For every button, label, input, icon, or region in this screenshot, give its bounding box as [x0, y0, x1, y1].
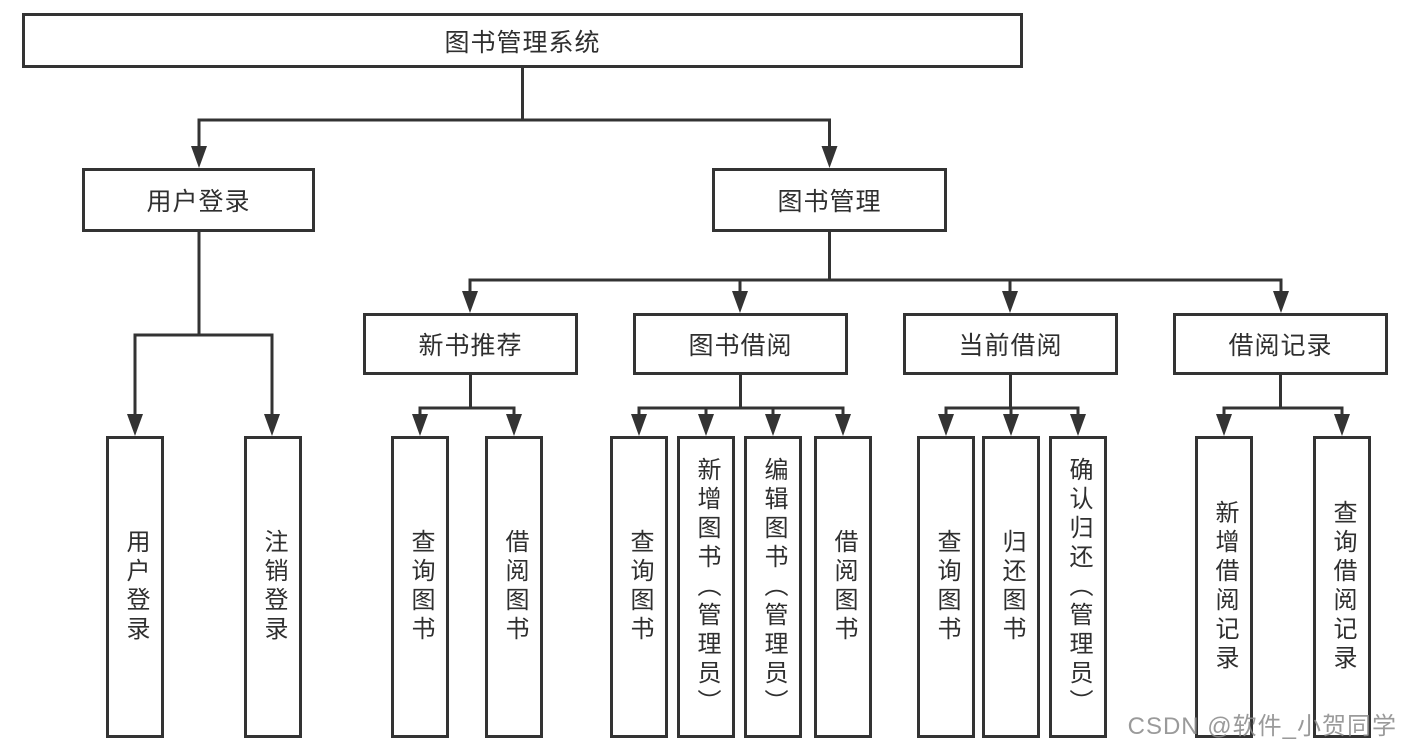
leaf-borrow-book-recommend: 借阅图书 [485, 436, 543, 738]
leaf-borrow-book: 借阅图书 [814, 436, 872, 738]
leaf-query-book-recommend: 查询图书 [391, 436, 449, 738]
node-book-borrow: 图书借阅 [633, 313, 848, 375]
leaf-user-login: 用户登录 [106, 436, 164, 738]
leaf-query-borrow-record: 查询借阅记录 [1313, 436, 1371, 738]
arrowheads [127, 146, 1350, 436]
node-new-book-recommend: 新书推荐 [363, 313, 578, 375]
node-book-management: 图书管理 [712, 168, 947, 232]
leaf-logout: 注销登录 [244, 436, 302, 738]
leaf-confirm-return-admin: 确认归还（管理员） [1049, 436, 1107, 738]
csdn-watermark: CSDN @软件_小贺同学 [1127, 713, 1397, 740]
connector-strokes [133, 68, 1344, 418]
leaf-edit-book-admin: 编辑图书（管理员） [744, 436, 802, 738]
leaf-return-book: 归还图书 [982, 436, 1040, 738]
node-current-borrow: 当前借阅 [903, 313, 1118, 375]
leaf-query-book-current: 查询图书 [917, 436, 975, 738]
leaf-add-borrow-record: 新增借阅记录 [1195, 436, 1253, 738]
leaf-add-book-admin: 新增图书（管理员） [677, 436, 735, 738]
node-borrow-records: 借阅记录 [1173, 313, 1388, 375]
node-root-system: 图书管理系统 [22, 13, 1023, 68]
node-user-login: 用户登录 [82, 168, 315, 232]
leaf-query-book-borrow: 查询图书 [610, 436, 668, 738]
